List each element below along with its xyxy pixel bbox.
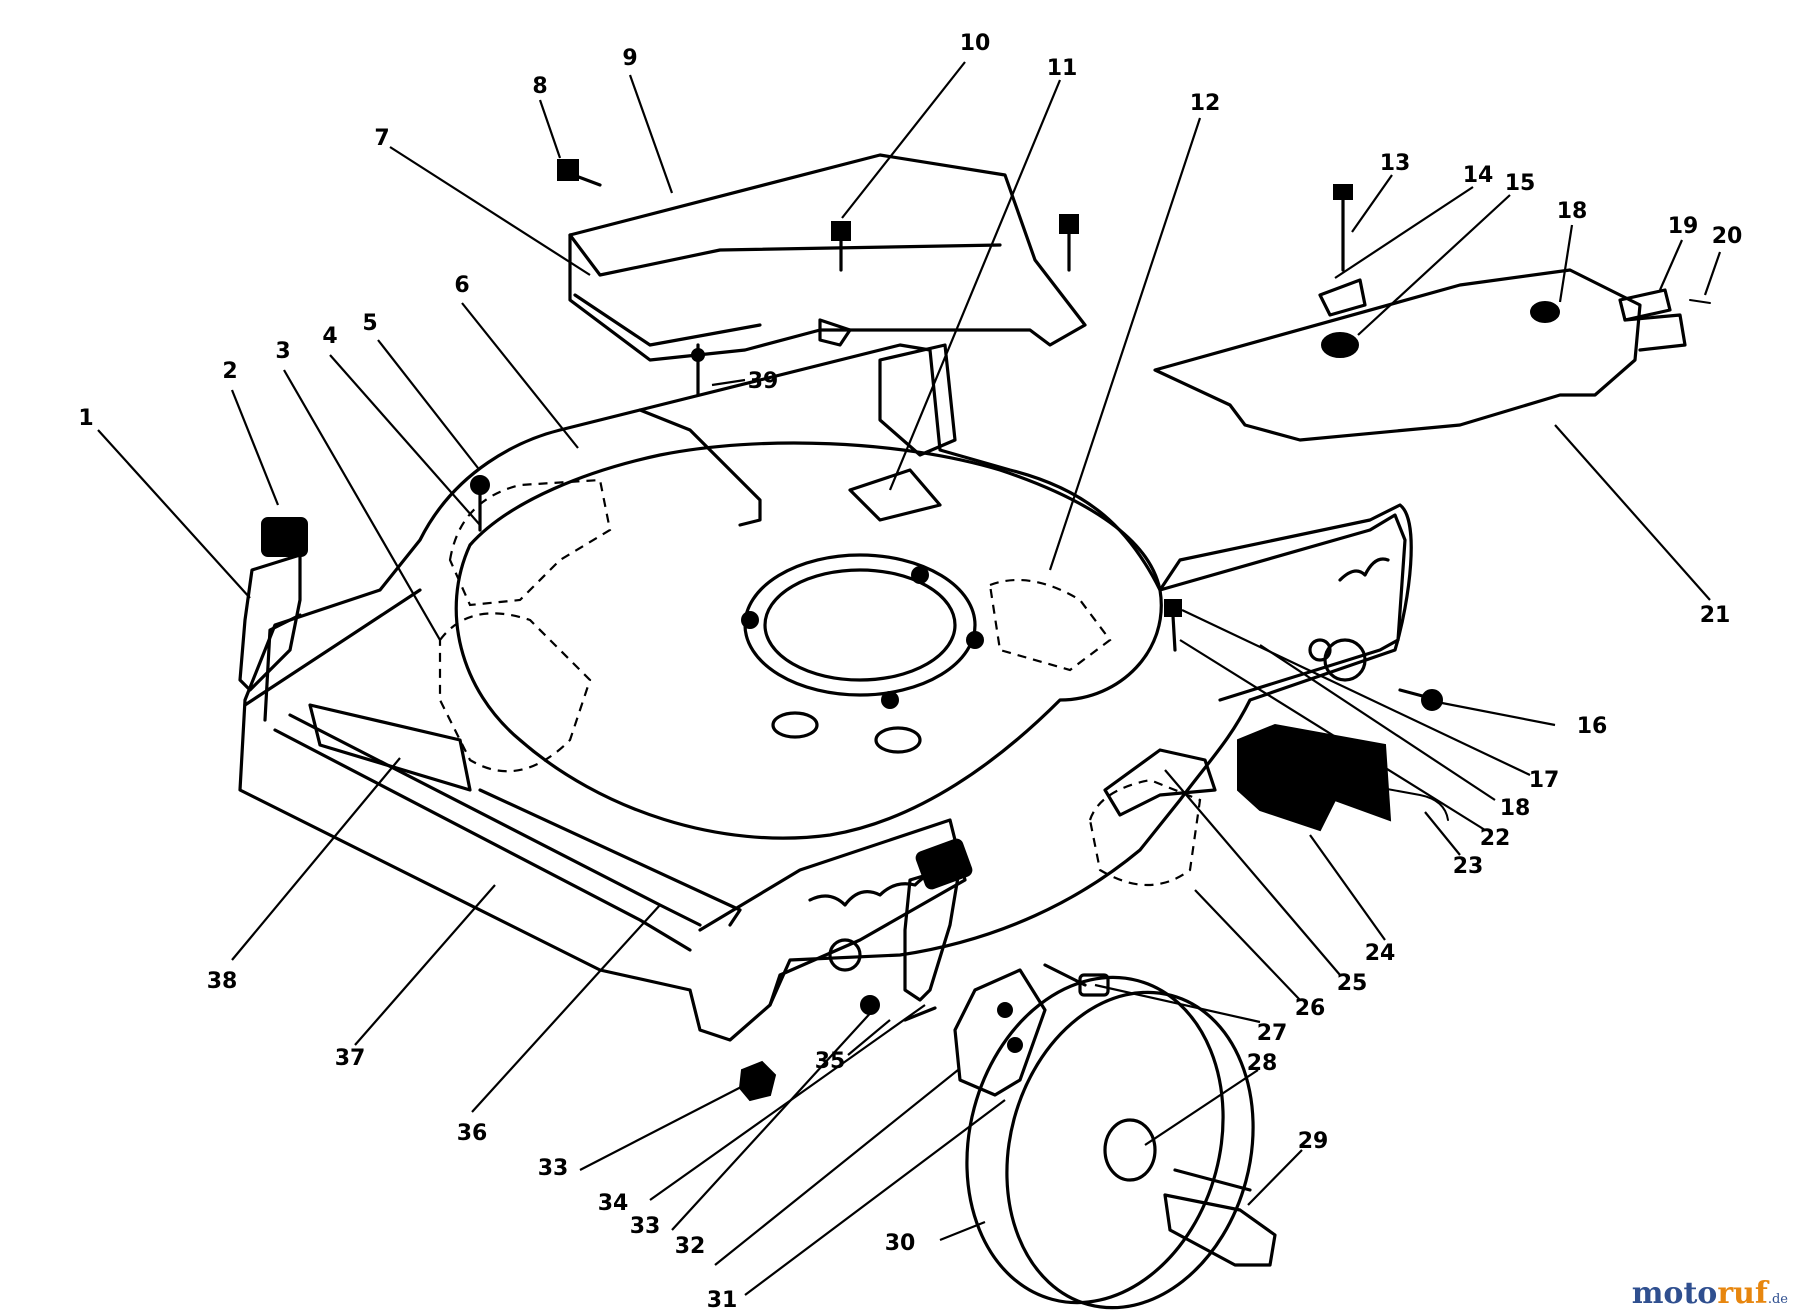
callout-26: 26	[1295, 996, 1326, 1021]
callout-12: 12	[1190, 91, 1221, 116]
callout-18b: 18	[1500, 796, 1531, 821]
watermark-brand-a: moto	[1631, 1276, 1718, 1311]
motoruf-watermark-logo: motoruf.de	[1632, 1276, 1788, 1311]
mower-deck-housing	[238, 343, 1413, 1042]
callout-32: 32	[675, 1234, 706, 1259]
callout-13: 13	[1380, 151, 1411, 176]
callout-9: 9	[622, 46, 637, 71]
wheel-assembly	[953, 968, 1277, 1310]
callout-8: 8	[532, 74, 547, 99]
watermark-suffix: .de	[1767, 1292, 1788, 1307]
callout-15: 15	[1505, 171, 1536, 196]
callout-19: 19	[1668, 214, 1699, 239]
rear-discharge-door	[568, 153, 1087, 362]
callout-30: 30	[885, 1231, 916, 1256]
callout-39: 39	[748, 369, 779, 394]
callout-29: 29	[1298, 1129, 1329, 1154]
callout-34: 34	[598, 1191, 629, 1216]
callout-36: 36	[457, 1121, 488, 1146]
callout-27: 27	[1257, 1021, 1288, 1046]
callout-labels: 1 2 3 4 5 6 7 8 9 10 11 12 13 14 15 18 1…	[78, 31, 1742, 1313]
callout-28: 28	[1247, 1051, 1278, 1076]
hardware-fasteners	[470, 159, 1711, 1192]
callout-21: 21	[1700, 603, 1731, 628]
callout-4: 4	[322, 324, 337, 349]
callout-6: 6	[454, 273, 469, 298]
callout-33b: 33	[630, 1214, 661, 1239]
callout-35: 35	[815, 1049, 846, 1074]
callout-33a: 33	[538, 1156, 569, 1181]
callout-18a: 18	[1557, 199, 1588, 224]
callout-10: 10	[960, 31, 991, 56]
callout-3: 3	[275, 339, 290, 364]
callout-22: 22	[1480, 826, 1511, 851]
callout-24: 24	[1365, 941, 1396, 966]
callout-1: 1	[78, 406, 93, 431]
side-discharge-cover	[1153, 268, 1687, 442]
callout-23: 23	[1453, 854, 1484, 879]
watermark-brand-b: ruf	[1717, 1276, 1768, 1311]
callout-16: 16	[1577, 714, 1608, 739]
callout-14: 14	[1463, 163, 1494, 188]
callout-5: 5	[362, 311, 377, 336]
callout-37: 37	[335, 1046, 366, 1071]
callout-20: 20	[1712, 224, 1743, 249]
callout-25: 25	[1337, 971, 1368, 996]
callout-2: 2	[222, 359, 237, 384]
callout-7: 7	[374, 126, 389, 151]
callout-31: 31	[707, 1288, 738, 1313]
height-adjuster-handles	[238, 517, 973, 1002]
callout-11: 11	[1047, 56, 1078, 81]
dashed-internal-brackets	[438, 478, 1202, 886]
callout-17: 17	[1529, 768, 1560, 793]
callout-38: 38	[207, 969, 238, 994]
leader-lines	[97, 61, 1722, 1296]
